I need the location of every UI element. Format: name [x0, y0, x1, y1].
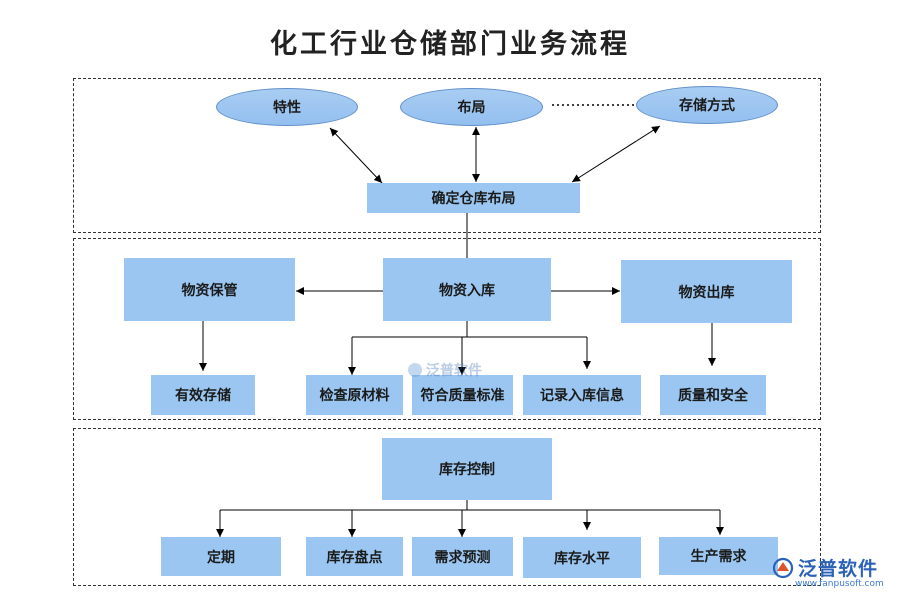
brand-logo-icon [772, 557, 794, 578]
box-periodic: 定期 [161, 537, 281, 576]
watermark-text: 泛普软件 [426, 363, 482, 379]
diagram-title: 化工行业仓储部门业务流程 [270, 29, 630, 60]
box-inventory-level: 库存水平 [523, 537, 641, 578]
watermark-logo-icon [408, 363, 422, 377]
box-quality-safety: 质量和安全 [660, 375, 766, 415]
brand-name: 泛普软件 [798, 558, 879, 580]
brand-logo-block: 泛普软件 [772, 554, 878, 581]
arrow-storage-layout [571, 125, 661, 183]
ellipse-layout: 布局 [400, 88, 543, 126]
section-layout [73, 78, 821, 233]
section-inbound [73, 238, 821, 420]
box-record-inbound: 记录入库信息 [523, 375, 641, 415]
box-material-storage: 物资保管 [124, 258, 295, 321]
ellipse-trait: 特性 [216, 88, 358, 126]
box-meet-quality: 符合质量标准 [412, 375, 513, 415]
section-inventory [73, 428, 821, 586]
box-production-demand: 生产需求 [659, 537, 778, 575]
box-determine-layout: 确定仓库布局 [367, 183, 580, 213]
arrow-trait-layout [329, 127, 383, 184]
box-inspect-materials: 检查原材料 [306, 375, 403, 415]
box-material-inbound: 物资入库 [383, 258, 551, 321]
box-inventory-control: 库存控制 [382, 438, 552, 500]
brand-url: www.fanpusoft.com [795, 579, 884, 589]
watermark-center: 泛普软件 [408, 360, 482, 380]
box-demand-forecast: 需求预测 [412, 537, 513, 576]
box-effective-storage: 有效存储 [151, 375, 255, 415]
ellipse-storage-method: 存储方式 [636, 86, 778, 124]
box-material-outbound: 物资出库 [621, 260, 792, 323]
box-stocktake: 库存盘点 [306, 537, 403, 576]
